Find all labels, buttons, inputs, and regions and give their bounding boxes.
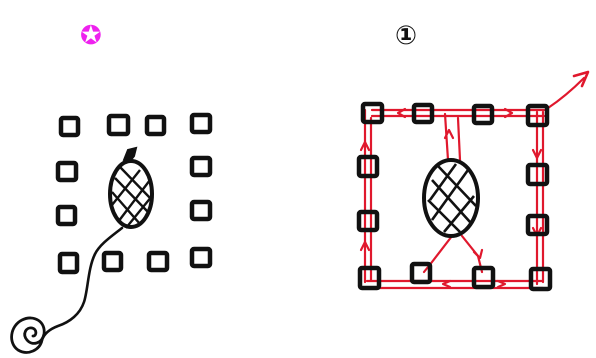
square (414, 105, 432, 122)
right-panel: ① (359, 21, 588, 289)
square (58, 163, 76, 180)
square (474, 106, 492, 123)
square (147, 117, 164, 134)
square (192, 249, 210, 266)
square (359, 212, 377, 230)
square (109, 116, 128, 134)
square (104, 253, 121, 270)
square (360, 268, 379, 288)
square (359, 157, 377, 176)
square (60, 254, 77, 272)
star-in-circle-icon: ✪ (80, 21, 102, 51)
crosshatched-oval (110, 148, 152, 228)
left-panel: ✪ (12, 21, 210, 352)
square (531, 269, 550, 289)
spiral-tail (42, 228, 122, 340)
square (61, 118, 78, 135)
spiral (12, 318, 45, 352)
square (192, 158, 210, 175)
square (149, 253, 167, 270)
crosshatched-oval (424, 160, 478, 236)
square (192, 202, 210, 219)
square (58, 207, 75, 224)
circled-digit-one-icon: ① (395, 21, 417, 51)
square (474, 268, 493, 287)
square (192, 115, 210, 132)
